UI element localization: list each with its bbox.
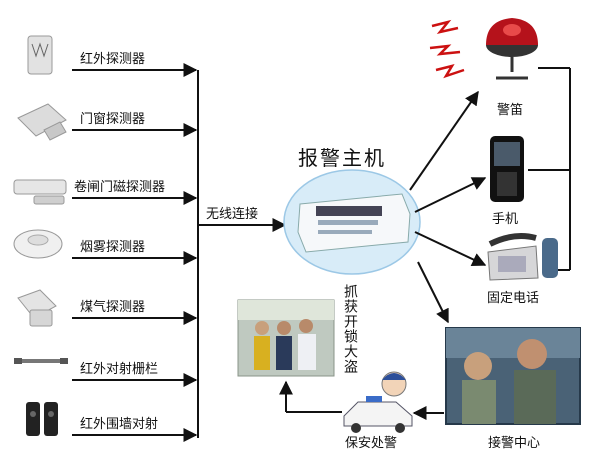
door-window-detector-icon xyxy=(17,103,67,141)
siren-alarm-zigzags xyxy=(429,19,465,79)
alarm-host-title: 报警主机 xyxy=(298,146,386,170)
sensor-label-rolling-door: 卷闸门磁探测器 xyxy=(74,180,166,195)
security-car-icon xyxy=(343,371,413,433)
siren-icon xyxy=(486,18,538,80)
host-output-arrows xyxy=(409,90,487,324)
siren-label: 警笛 xyxy=(497,103,524,118)
catch-burglar-photo xyxy=(237,299,335,377)
alarm-center-label: 接警中心 xyxy=(488,436,541,451)
sensor-label-smoke: 烟雾探测器 xyxy=(80,240,146,255)
landline-phone-icon xyxy=(487,233,558,281)
catch-burglar-label: 抓获开锁大盗 xyxy=(342,284,358,374)
sensor-label-gas: 煤气探测器 xyxy=(80,300,146,315)
output-link-lines xyxy=(528,67,571,271)
security-to-catch-arrow xyxy=(279,380,342,413)
sensor-label-beam-fence: 红外对射栅栏 xyxy=(80,362,159,377)
landline-label: 固定电话 xyxy=(487,291,540,306)
sensor-label-door-window: 门窗探测器 xyxy=(80,112,146,127)
alarm-host-icon xyxy=(283,169,421,275)
alarm-center-photo xyxy=(445,327,581,425)
smoke-detector-icon xyxy=(13,229,63,259)
sensor-arrows xyxy=(72,63,198,442)
sensor-label-infrared: 红外探测器 xyxy=(80,52,146,67)
infrared-beam-fence-icon xyxy=(14,358,68,364)
sensor-label-wall-beam: 红外围墙对射 xyxy=(80,417,159,432)
security-response-label: 保安处警 xyxy=(345,436,398,451)
mobile-label: 手机 xyxy=(492,212,519,227)
mobile-phone-icon xyxy=(490,136,524,202)
gas-detector-icon xyxy=(17,289,57,327)
wireless-connection-label: 无线连接 xyxy=(206,207,259,222)
infrared-detector-icon xyxy=(27,35,53,75)
infrared-wall-beam-icon xyxy=(26,402,58,436)
rolling-door-sensor-icon xyxy=(13,179,67,205)
